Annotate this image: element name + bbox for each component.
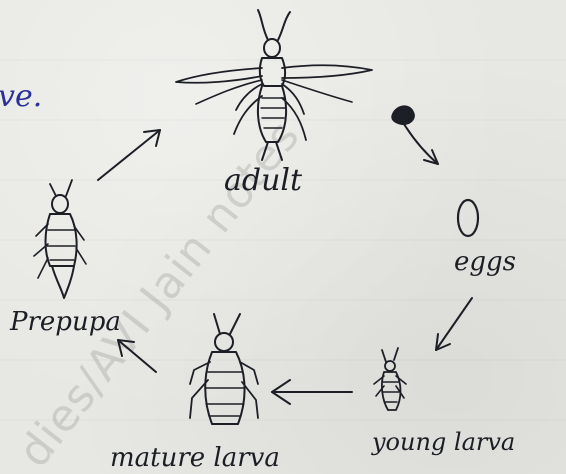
prepupa-drawing bbox=[34, 180, 86, 298]
egg-drawing bbox=[458, 200, 478, 236]
arrow-to-eggs bbox=[404, 124, 438, 164]
corner-text: ve. bbox=[0, 79, 42, 114]
label-young-larva: young larva bbox=[371, 428, 515, 456]
label-adult: adult bbox=[224, 163, 303, 198]
egg-cluster-drawing bbox=[391, 105, 415, 125]
young-larva-drawing bbox=[374, 348, 406, 410]
label-mature-larva: mature larva bbox=[110, 443, 280, 473]
arrow-to-young-larva bbox=[436, 298, 472, 350]
label-eggs: eggs bbox=[454, 247, 516, 277]
label-prepupa: Prepupa bbox=[9, 307, 121, 337]
arrow-to-mature-larva bbox=[272, 380, 352, 404]
arrow-to-adult bbox=[98, 130, 160, 180]
mature-larva-drawing bbox=[190, 314, 258, 424]
